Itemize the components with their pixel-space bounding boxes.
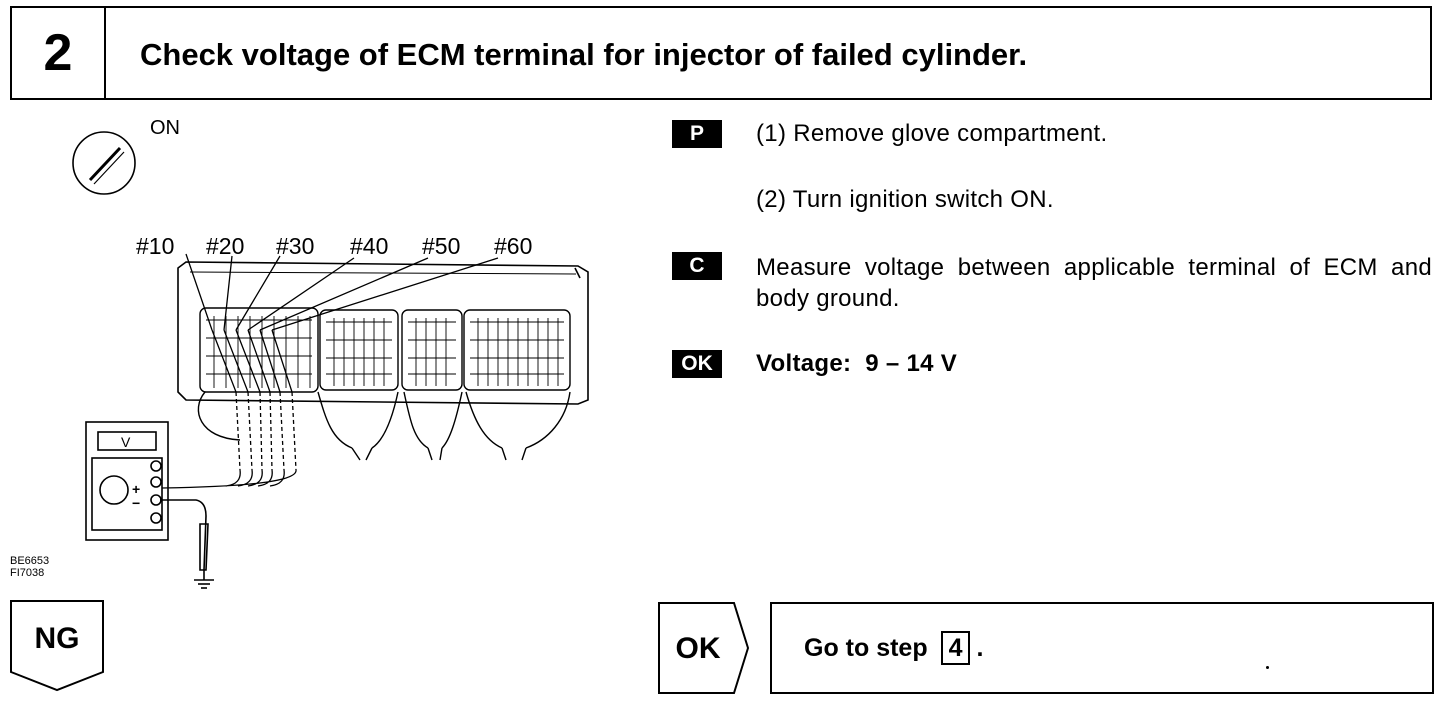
step-number: 2 (12, 8, 106, 98)
tag-ok: OK (672, 350, 722, 378)
meter-unit-label: V (121, 434, 131, 450)
terminal-label-10: #10 (136, 233, 174, 259)
terminal-label-30: #30 (276, 233, 314, 259)
terminal-label-60: #60 (494, 233, 532, 259)
instruction-text: Measure voltage between applicable termi… (756, 254, 1432, 312)
instruction-turn-on: (2) Turn ignition switch ON. (672, 184, 1432, 216)
ng-box-shape: NG (10, 600, 104, 692)
ok-result-box: Go to step 4. (770, 602, 1434, 694)
step-reference: 4 (940, 631, 971, 665)
terminal-label-40: #40 (350, 233, 388, 259)
probe-leads (161, 253, 499, 489)
terminal-label-20: #20 (206, 233, 244, 259)
ng-label: NG (35, 622, 80, 655)
go-to-step-prefix: Go to step (804, 634, 928, 662)
instruction-text: (1) Remove glove compartment. (756, 120, 1108, 147)
figure-id: FI7038 (10, 567, 45, 579)
ecm-housing (177, 261, 589, 405)
voltmeter-icon (85, 421, 209, 571)
instruction-remove-glove: P (1) Remove glove compartment. (672, 118, 1432, 150)
switch-on-label: ON (150, 117, 180, 139)
ok-label: OK (676, 632, 721, 665)
stray-dot (1266, 666, 1269, 669)
instruction-measure: C Measure voltage between applicable ter… (672, 252, 1432, 316)
tag-p: P (672, 120, 722, 148)
meter-minus-label: − (132, 495, 140, 511)
step-header: 2 Check voltage of ECM terminal for inje… (10, 6, 1432, 100)
instruction-text: (2) Turn ignition switch ON. (756, 186, 1054, 213)
voltage-spec: Voltage: 9 – 14 V (756, 350, 958, 377)
ok-box-shape: OK (658, 602, 750, 694)
go-to-step-suffix: . (976, 634, 984, 662)
go-to-step-text: Go to step 4. (804, 604, 983, 692)
ok-result: OK (658, 602, 750, 694)
figure-ids: BE6653 FI7038 (10, 555, 49, 579)
tag-c: C (672, 252, 722, 280)
ecm-connectors (197, 307, 571, 461)
ecm-measurement-diagram: ON #10 #20 #30 #40 #50 #60 V + − (72, 117, 589, 589)
ng-result: NG (10, 600, 104, 692)
terminal-label-50: #50 (422, 233, 460, 259)
ignition-switch-icon (72, 131, 136, 195)
instruction-ok-voltage: OK Voltage: 9 – 14 V (672, 348, 1432, 382)
meter-plus-label: + (132, 481, 140, 497)
figure-id: BE6653 (10, 555, 50, 567)
step-title: Check voltage of ECM terminal for inject… (140, 37, 1028, 72)
ground-icon (194, 570, 214, 589)
